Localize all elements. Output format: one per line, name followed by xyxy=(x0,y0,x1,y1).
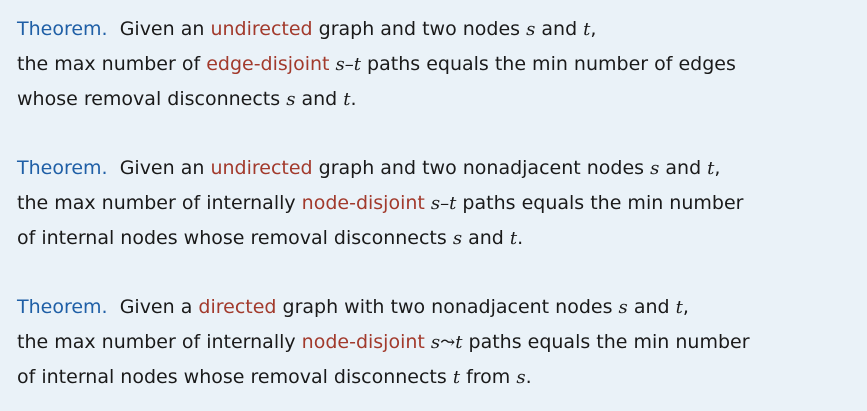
highlight-term: undirected xyxy=(210,18,313,40)
text-span: paths equals the min number xyxy=(462,331,750,353)
text-span: whose removal disconnects xyxy=(17,88,287,110)
math-var: t xyxy=(343,89,351,110)
theorem-line: Theorem. Given a directed graph with two… xyxy=(17,290,867,325)
theorem-line: of internal nodes whose removal disconne… xyxy=(17,221,867,256)
theorem-line: the max number of edge-disjoint s–t path… xyxy=(17,47,867,82)
text-span: , xyxy=(590,18,597,40)
text-span: graph and two nonadjacent nodes xyxy=(312,157,651,179)
text-span: graph and two nodes xyxy=(312,18,527,40)
text-span: graph with two nonadjacent nodes xyxy=(276,296,619,318)
math-var: s–t xyxy=(430,193,457,214)
theorem-line: the max number of internally node-disjoi… xyxy=(17,186,867,221)
theorem-node-disjoint-undirected: Theorem. Given an undirected graph and t… xyxy=(17,151,867,256)
theorem-label: Theorem. xyxy=(17,157,108,179)
text-span: of internal nodes whose removal disconne… xyxy=(17,227,453,249)
math-var: s xyxy=(452,228,463,249)
theorem-node-disjoint-directed: Theorem. Given a directed graph with two… xyxy=(17,290,867,395)
text-span: the max number of xyxy=(17,53,207,75)
math-var: t xyxy=(675,297,683,318)
text-span: the max number of internally xyxy=(17,192,302,214)
text-span: . xyxy=(350,88,357,110)
text-span: and xyxy=(295,88,344,110)
theorem-line: Theorem. Given an undirected graph and t… xyxy=(17,151,867,186)
math-var: s xyxy=(516,367,526,388)
math-var: s xyxy=(618,297,628,318)
text-span: . xyxy=(525,366,532,388)
text-span: paths equals the min number of edges xyxy=(361,53,736,75)
math-var: t xyxy=(509,228,518,249)
text-span: and xyxy=(462,227,510,249)
text-span: the max number of internally xyxy=(17,331,302,353)
text-span: Given a xyxy=(119,296,199,318)
math-var: s–t xyxy=(335,54,362,75)
math-var: s xyxy=(650,158,660,179)
math-var: s⤳t xyxy=(430,332,463,353)
text-span: and xyxy=(535,18,584,40)
text-span: of internal nodes whose removal disconne… xyxy=(17,366,453,388)
theorem-label: Theorem. xyxy=(17,18,108,40)
text-span: paths equals the min number xyxy=(456,192,744,214)
theorem-line: the max number of internally node-disjoi… xyxy=(17,325,867,360)
highlight-term: directed xyxy=(198,296,277,318)
theorem-line: whose removal disconnects s and t. xyxy=(17,82,867,117)
text-span: Given an xyxy=(119,18,211,40)
theorem-line: Theorem. Given an undirected graph and t… xyxy=(17,12,867,47)
text-span: , xyxy=(714,157,721,179)
theorem-label: Theorem. xyxy=(17,296,108,318)
highlight-term: undirected xyxy=(210,157,313,179)
text-span: and xyxy=(627,296,676,318)
math-var: t xyxy=(583,19,591,40)
text-span: from xyxy=(460,366,517,388)
theorem-edge-disjoint: Theorem. Given an undirected graph and t… xyxy=(17,12,867,117)
math-var: t xyxy=(452,367,461,388)
text-span: and xyxy=(659,157,708,179)
text-span: . xyxy=(517,227,524,249)
math-var: s xyxy=(286,89,296,110)
highlight-term: edge-disjoint xyxy=(206,53,330,75)
math-var: t xyxy=(707,158,715,179)
math-var: s xyxy=(526,19,536,40)
highlight-term: node-disjoint xyxy=(301,192,425,214)
text-span: Given an xyxy=(119,157,211,179)
highlight-term: node-disjoint xyxy=(301,331,425,353)
text-span: , xyxy=(682,296,689,318)
theorem-line: of internal nodes whose removal disconne… xyxy=(17,360,867,395)
